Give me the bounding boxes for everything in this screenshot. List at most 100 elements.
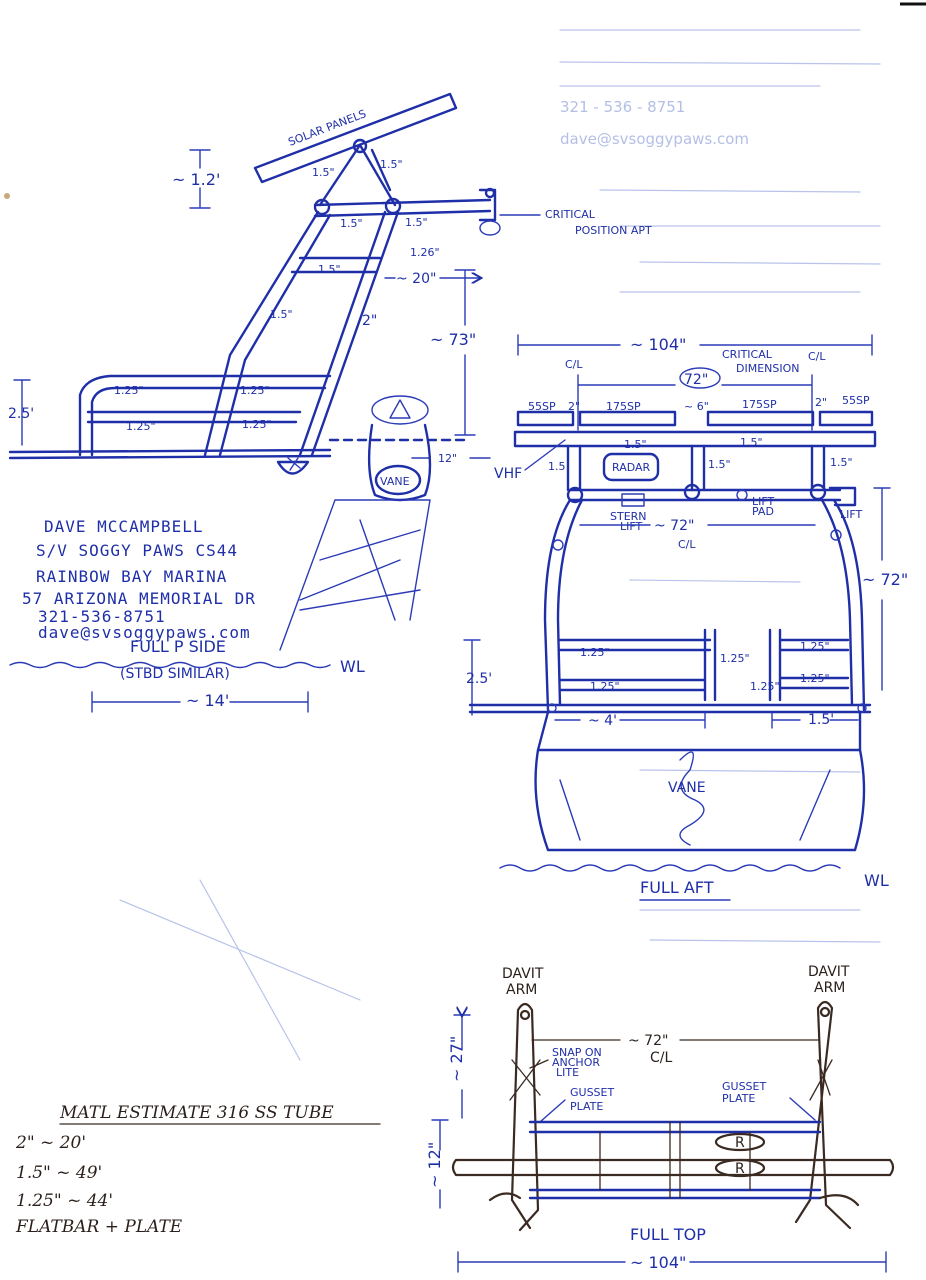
aft-sp55l: 55SP (528, 400, 556, 413)
top-h27: ~ 27" (447, 1036, 466, 1082)
top-snap1: SNAP ON (552, 1046, 602, 1059)
owner-phone: 321-536-8751 (38, 607, 166, 626)
faint-phone: 321 - 536 - 8751 (560, 98, 685, 116)
label-15d: 1.5" (405, 216, 428, 229)
critical-label-2: POSITION APT (575, 224, 652, 237)
top-gusset-l2: PLATE (570, 1100, 603, 1113)
owner-marina: RAINBOW BAY MARINA (36, 567, 227, 586)
faint-email: dave@svsoggypaws.com (560, 130, 749, 148)
aft-lift: LIFT (840, 508, 863, 521)
top-davit-r2: ARM (814, 980, 845, 996)
top-gusset-r: GUSSET (722, 1080, 766, 1093)
solar-panel (253, 92, 458, 184)
aft-t125e: 1.25" (750, 680, 780, 693)
dim-w12: 12" (438, 452, 457, 465)
aft-sp2l: 2" (568, 400, 580, 413)
top-gusset-l: GUSSET (570, 1086, 614, 1099)
side-vane-label: VANE (380, 475, 410, 488)
matl-row3: 1.25" ~ 44' (16, 1191, 113, 1211)
label-15e: 1.5" (318, 263, 341, 276)
top-davit-r: DAVIT (808, 964, 850, 980)
top-davit-l: DAVIT (502, 966, 544, 982)
aft-w72b: ~ 72" (654, 518, 694, 534)
aft-cl-b: C/L (678, 538, 696, 551)
side-view-label: FULL P SIDE (130, 637, 226, 656)
label-2: 2" (362, 313, 377, 329)
aft-sp6: ~ 6" (684, 400, 709, 413)
aft-w104: ~ 104" (630, 335, 686, 354)
aft-sp175r: 175SP (742, 398, 777, 411)
aft-view-label: FULL AFT (640, 878, 714, 897)
label-15b: 1.5" (380, 158, 403, 171)
aft-vhf: VHF (494, 466, 522, 482)
matl-row1: 2" ~ 20' (15, 1133, 86, 1153)
label-15a: 1.5" (312, 166, 335, 179)
owner-boat: S/V SOGGY PAWS CS44 (36, 541, 238, 560)
aft-h72: ~ 72" (862, 570, 908, 589)
top-r2: R (735, 1161, 745, 1177)
matl-row4: FLATBAR + PLATE (15, 1217, 183, 1237)
top-snap2: ANCHOR (552, 1056, 600, 1069)
aft-sp175l: 175SP (606, 400, 641, 413)
top-view: DAVIT ARM DAVIT ARM ~ 72" C/L SNAP ON AN… (425, 964, 895, 1273)
aft-t125f: 1.25" (800, 672, 830, 685)
matl-title: MATL ESTIMATE 316 SS TUBE (59, 1103, 334, 1123)
aft-t15e: 1.5" (830, 456, 853, 469)
faint-bleed-through: 321 - 536 - 8751 dave@svsoggypaws.com (119, 29, 881, 1061)
label-126: 1.26" (410, 246, 440, 259)
top-view-label: FULL TOP (630, 1225, 706, 1244)
top-gusset-r2: PLATE (722, 1092, 755, 1105)
aft-sp2r: 2" (815, 396, 827, 409)
side-wl: WL (340, 657, 365, 676)
aft-stern-lift: STERN (610, 510, 647, 523)
label-125a: 1.25" (114, 384, 144, 397)
critical-label-1: CRITICAL (545, 208, 596, 221)
label-125d: 1.25" (242, 418, 272, 431)
label-15c: 1.5" (340, 217, 363, 230)
aft-w4: ~ 4' (588, 713, 617, 729)
matl-row2: 1.5" ~ 49' (16, 1163, 102, 1183)
aft-t125a: 1.25" (580, 646, 610, 659)
top-w104: ~ 104" (630, 1253, 686, 1272)
aft-dimension: DIMENSION (736, 362, 800, 375)
label-125b: 1.25" (240, 384, 270, 397)
aft-t15d: 1.5" (708, 458, 731, 471)
top-h12: ~ 12" (425, 1142, 444, 1188)
aft-critical: CRITICAL (722, 348, 773, 361)
aft-t125d: 1.25" (800, 640, 830, 653)
aft-t125b: 1.25" (590, 680, 620, 693)
dim-h25: 2.5' (8, 406, 34, 422)
aft-cl-left: C/L (565, 358, 583, 371)
top-cl: C/L (650, 1050, 672, 1066)
aft-lift-pad2: PAD (752, 505, 774, 518)
aft-stern-lift2: LIFT (620, 520, 643, 533)
aft-view: ~ 104" C/L C/L CRITICAL DIMENSION 72" 55… (463, 334, 908, 901)
aft-t125c: 1.25" (720, 652, 750, 665)
aft-wl: WL (864, 871, 889, 890)
aft-sp55r: 55SP (842, 394, 870, 407)
aft-h25: 2.5' (466, 671, 492, 687)
dim-h73: ~ 73" (430, 330, 476, 349)
aft-cl-right: C/L (808, 350, 826, 363)
owner-email: dave@svsoggypaws.com (38, 623, 251, 642)
dim-h12: ~ 1.2' (172, 170, 220, 189)
aft-t15a: 1.5 (548, 460, 566, 473)
aft-w15: 1.5' (808, 712, 834, 728)
side-view: SOLAR PANELS ~ 1.2' ~ 73" ~ 20" (8, 92, 652, 713)
aft-t15c: 1.5" (740, 436, 763, 449)
aft-lift-pad: LIFT (752, 495, 775, 508)
top-r1: R (735, 1135, 745, 1151)
aft-w72: 72" (684, 372, 708, 388)
owner-name: DAVE MCCAMPBELL (44, 517, 204, 536)
owner-info: DAVE MCCAMPBELL S/V SOGGY PAWS CS44 RAIN… (22, 517, 256, 642)
material-estimate: MATL ESTIMATE 316 SS TUBE 2" ~ 20' 1.5" … (15, 1103, 381, 1237)
dim-length: ~ 14' (186, 691, 229, 710)
top-w72: ~ 72" (628, 1033, 668, 1049)
aft-vane: VANE (668, 780, 706, 796)
owner-address: 57 ARIZONA MEMORIAL DR (22, 589, 256, 608)
label-125c: 1.25" (126, 420, 156, 433)
label-15f: 1.5" (270, 308, 293, 321)
side-view-sub: (STBD SIMILAR) (120, 666, 230, 682)
